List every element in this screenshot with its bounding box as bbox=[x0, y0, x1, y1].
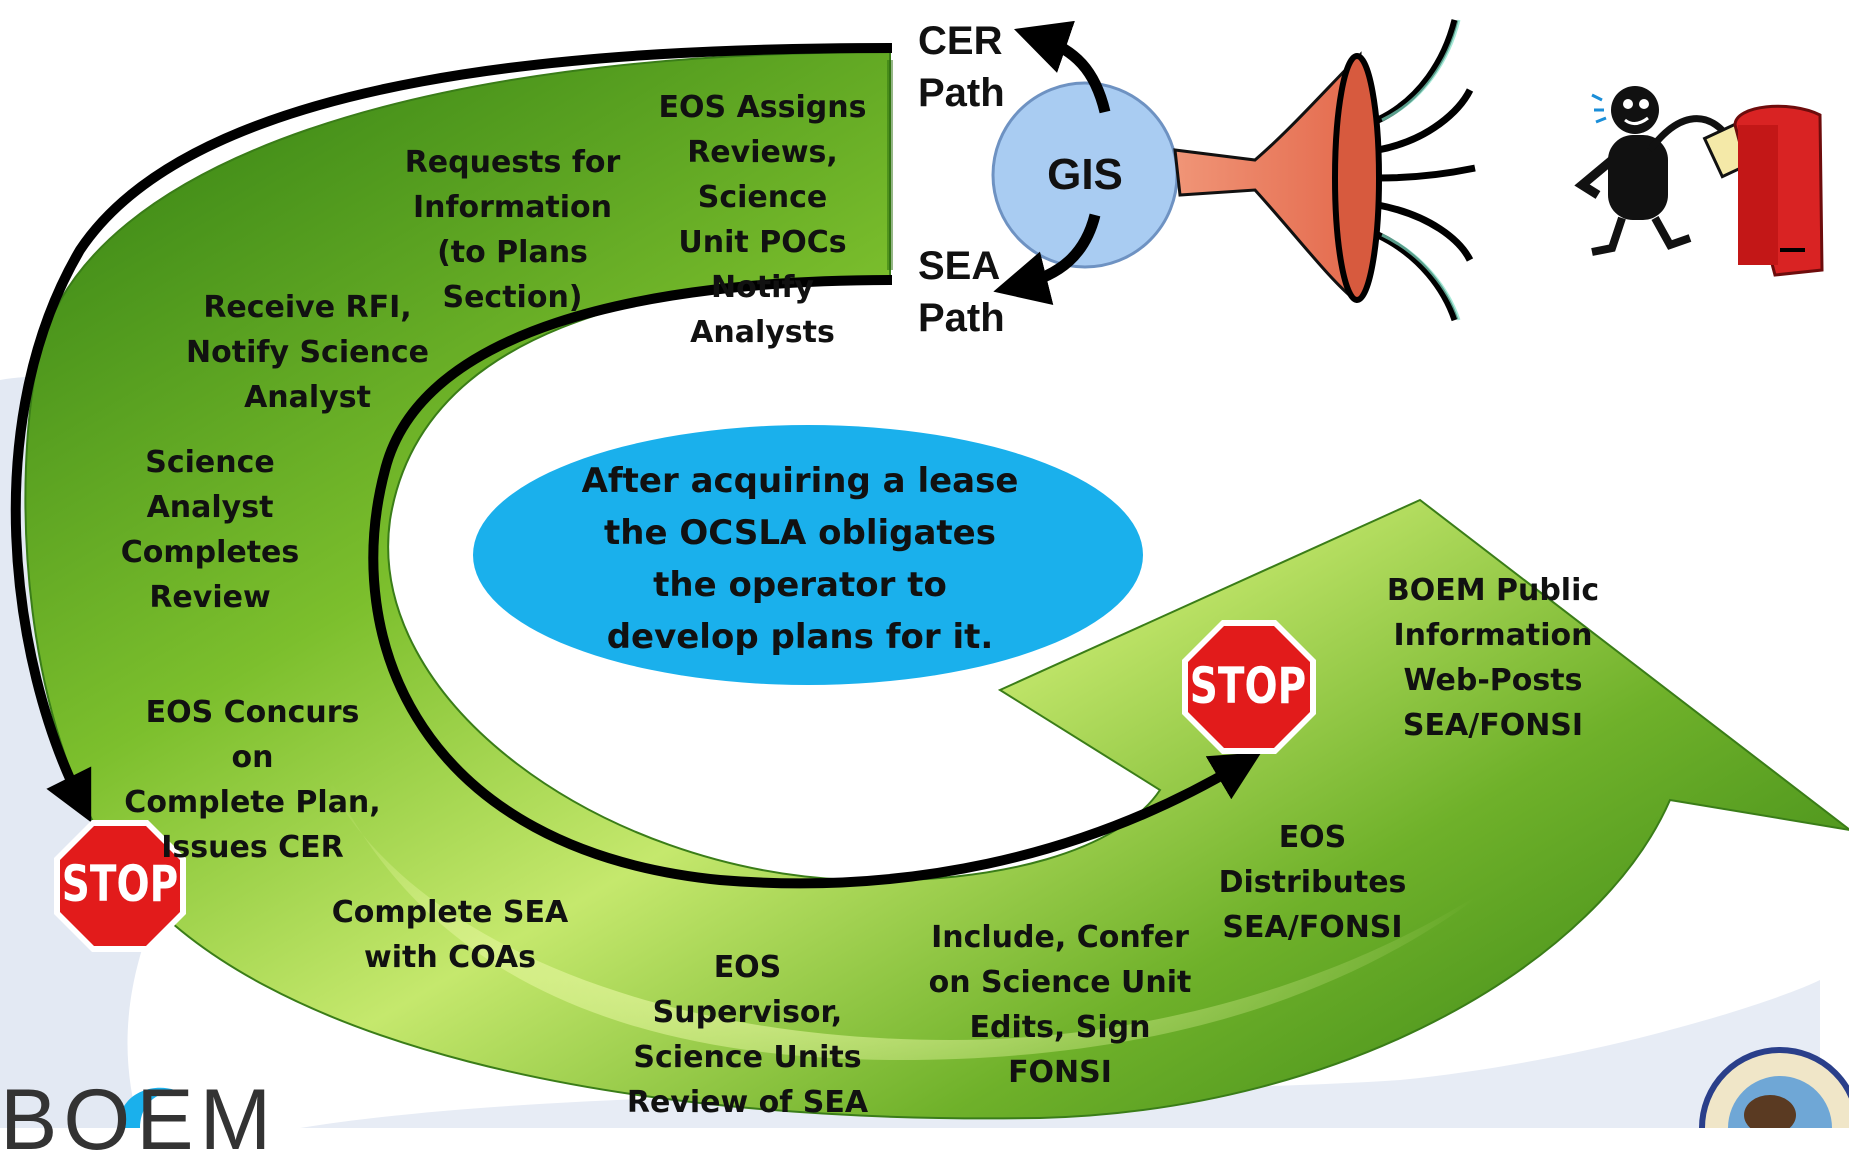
cer-path-label: CER Path bbox=[918, 19, 1005, 115]
mailbox-clipart bbox=[1574, 86, 1824, 277]
step-receive-rfi: Receive RFI, Notify Science Analyst bbox=[186, 290, 429, 415]
boem-logo-text: BOEM bbox=[0, 1072, 278, 1168]
flow-lines bbox=[10, 43, 1262, 889]
diagram-stage: CER Path SEA Path GIS After acquiring a … bbox=[0, 19, 1849, 1168]
gis-node bbox=[991, 20, 1179, 305]
step-eos-concurs: EOS Concurs on Complete Plan, Issues CER bbox=[124, 695, 381, 865]
stop-label-left: STOP bbox=[61, 855, 179, 913]
step-requests-info: Requests for Information (to Plans Secti… bbox=[404, 145, 621, 315]
step-eos-distributes: EOS Distributes SEA/FONSI bbox=[1218, 820, 1407, 945]
step-eos-assigns: EOS Assigns Reviews, Science Unit POCs N… bbox=[658, 90, 867, 350]
step-sign-fonsi: Include, Confer on Science Unit Edits, S… bbox=[928, 920, 1192, 1090]
stop-label-right: STOP bbox=[1189, 657, 1307, 715]
step-complete-sea: Complete SEA with COAs bbox=[331, 895, 569, 975]
funnel-icon bbox=[1173, 19, 1476, 322]
boem-logo-mark bbox=[118, 1087, 175, 1128]
step-web-posts: BOEM Public Information Web-Posts SEA/FO… bbox=[1386, 573, 1600, 743]
step-science-review: Science Analyst Completes Review bbox=[120, 445, 300, 615]
center-ellipse bbox=[473, 425, 1143, 685]
center-statement: After acquiring a lease the OCSLA obliga… bbox=[581, 461, 1019, 657]
step-eos-supervisor: EOS Supervisor, Science Units Review of … bbox=[626, 950, 869, 1120]
stop-sign-left bbox=[54, 820, 186, 952]
sea-path-label: SEA Path bbox=[918, 244, 1005, 340]
diagram-canvas bbox=[0, 19, 1849, 1168]
stop-sign-right bbox=[1182, 620, 1316, 754]
gis-label: GIS bbox=[1047, 150, 1123, 199]
